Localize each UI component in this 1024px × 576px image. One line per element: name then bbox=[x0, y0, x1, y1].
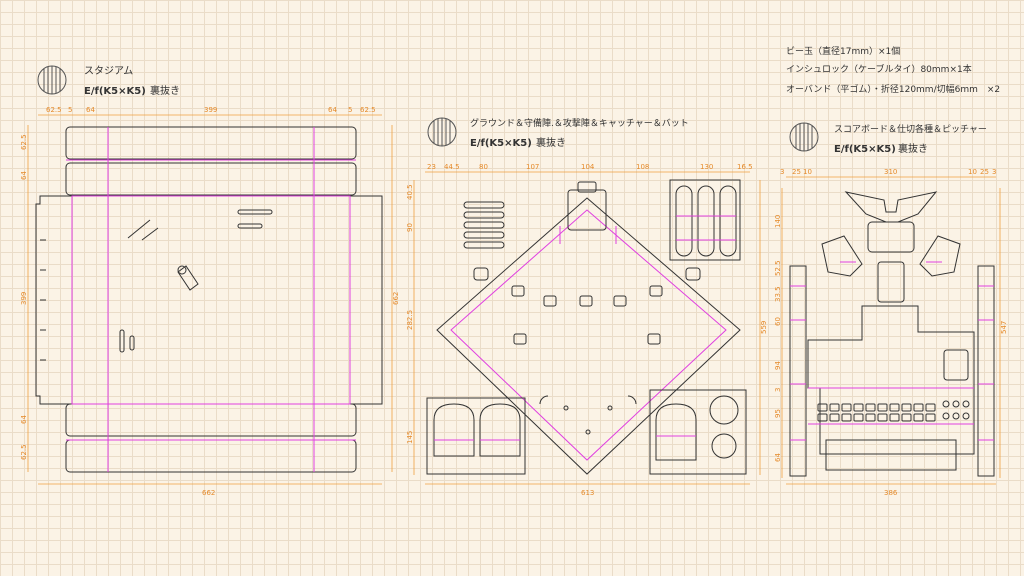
ground-dim-top-5: 104 bbox=[581, 163, 595, 171]
ground-dim-top-4: 107 bbox=[526, 163, 539, 171]
score-dim-top-2: 25 bbox=[792, 168, 801, 176]
stadium-note: 裏抜き bbox=[150, 84, 180, 97]
score-dim-left-6: 3 bbox=[774, 388, 782, 392]
score-dim-left-2: 52.5 bbox=[774, 260, 782, 276]
stadium-side-slots bbox=[40, 239, 46, 361]
score-dim-top-5: 10 bbox=[968, 168, 977, 176]
stadium-dim-top-7: 62.5 bbox=[360, 106, 376, 114]
ground-material: E/f(K5×K5) bbox=[470, 138, 532, 149]
ground-note: 裏抜き bbox=[536, 136, 566, 149]
score-dim-left-5: 94 bbox=[774, 361, 782, 370]
stadium-dim-top-2: 5 bbox=[68, 106, 72, 114]
score-grid bbox=[817, 400, 970, 422]
stadium-dim-right: 662 bbox=[392, 292, 400, 305]
score-dim-bottom: 386 bbox=[884, 489, 898, 497]
score-dim-left-3: 33.5 bbox=[774, 286, 782, 302]
ground-dim-top-8: 16.5 bbox=[737, 163, 753, 171]
parts-item-3: オーバンド（平ゴム）・折径120mm/切幅6mm ×2 bbox=[786, 83, 1000, 95]
ground-dim-right: 559 bbox=[760, 321, 768, 334]
ground-dim-left-1: 40.5 bbox=[406, 184, 414, 200]
score-dim-left-4: 60 bbox=[774, 317, 782, 326]
stadium-dim-top-3: 64 bbox=[86, 106, 95, 114]
stadium-dim-bottom: 662 bbox=[202, 489, 215, 497]
parts-item-1: ビー玉（直径17mm）×1個 bbox=[786, 45, 900, 57]
score-dim-left-1: 140 bbox=[774, 215, 782, 228]
ground-dim-top-6: 108 bbox=[636, 163, 649, 171]
ground-dim-top-3: 80 bbox=[479, 163, 488, 171]
stadium-dim-top-5: 64 bbox=[328, 106, 337, 114]
stadium-title: スタジアム bbox=[84, 65, 133, 77]
stadium-dim-top-4: 399 bbox=[204, 106, 217, 114]
score-section: ビー玉（直径17mm）×1個 インシュロック（ケーブルタイ）80mm×1本 オー… bbox=[774, 45, 1008, 497]
score-dim-left-8: 64 bbox=[774, 453, 782, 462]
stadium-dim-left-1: 62.5 bbox=[20, 134, 28, 150]
score-dim-top-3: 10 bbox=[803, 168, 812, 176]
stadium-dim-left-5: 62.5 bbox=[20, 444, 28, 460]
ground-dim-bottom: 613 bbox=[581, 489, 594, 497]
corrugation-icon bbox=[427, 117, 457, 147]
stadium-dim-top-6: 5 bbox=[348, 106, 352, 114]
bat-parts bbox=[463, 201, 505, 249]
ground-dim-top-1: 23 bbox=[427, 163, 436, 171]
stadium-dim-left-3: 399 bbox=[20, 292, 28, 305]
stadium-section: スタジアム E/f(K5×K5) 裏抜き 62.5 5 64 399 64 5 … bbox=[20, 65, 400, 497]
score-dim-top-7: 3 bbox=[992, 168, 996, 176]
score-dim-top-6: 25 bbox=[980, 168, 989, 176]
score-title: スコアボード＆仕切各種＆ピッチャー bbox=[834, 123, 987, 135]
ground-dim-left-3: 282.5 bbox=[406, 310, 414, 330]
corrugation-icon bbox=[789, 122, 819, 152]
score-dim-left-7: 95 bbox=[774, 409, 782, 418]
ground-dim-top-2: 44.5 bbox=[444, 163, 460, 171]
player-slots bbox=[473, 267, 701, 435]
score-dim-right: 547 bbox=[1000, 321, 1008, 334]
corrugation-icon bbox=[37, 65, 67, 95]
score-note: 裏抜き bbox=[898, 142, 928, 155]
stadium-dim-left-4: 64 bbox=[20, 415, 28, 424]
parts-item-2: インシュロック（ケーブルタイ）80mm×1本 bbox=[786, 63, 972, 75]
ground-dim-top-7: 130 bbox=[700, 163, 713, 171]
score-dim-top-1: 3 bbox=[780, 168, 784, 176]
stadium-dim-top-1: 62.5 bbox=[46, 106, 62, 114]
pillar-notches bbox=[790, 285, 994, 441]
score-material: E/f(K5×K5) bbox=[834, 144, 896, 155]
ground-title: グラウンド＆守備陣.＆攻撃陣＆キャッチャー＆バット bbox=[470, 117, 689, 129]
ground-dim-left-4: 145 bbox=[406, 431, 414, 444]
stadium-dim-left-2: 64 bbox=[20, 171, 28, 180]
stadium-material: E/f(K5×K5) bbox=[84, 86, 146, 97]
ground-section: グラウンド＆守備陣.＆攻撃陣＆キャッチャー＆バット E/f(K5×K5) 裏抜き… bbox=[406, 117, 768, 497]
score-dim-top-4: 310 bbox=[884, 168, 897, 176]
ground-dim-left-2: 90 bbox=[406, 223, 414, 232]
